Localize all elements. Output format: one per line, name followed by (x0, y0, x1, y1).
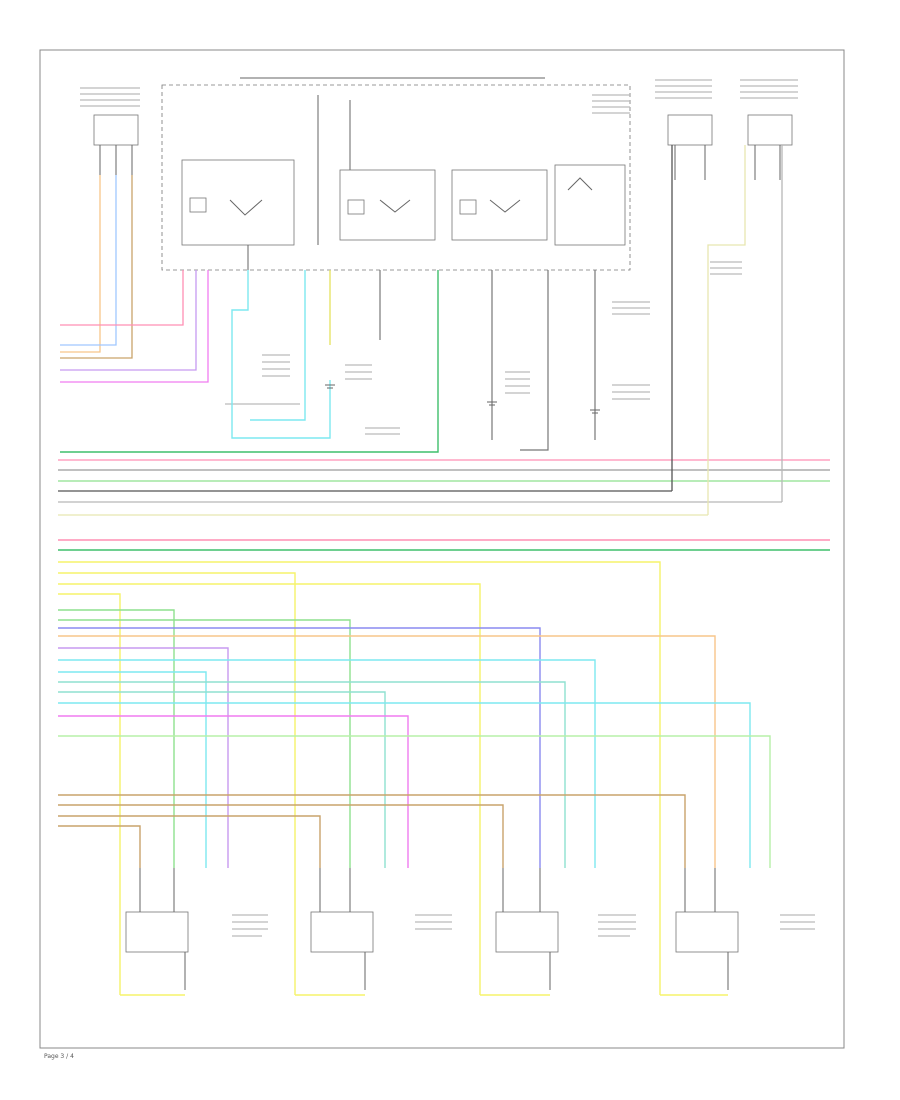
ground-icon (325, 384, 600, 414)
diagram-border (39, 49, 845, 1049)
actuator-2 (295, 868, 374, 996)
relay-block-3 (451, 169, 548, 241)
relay-block-4 (554, 164, 626, 246)
control-module-outline (161, 84, 631, 271)
relay-block-1 (181, 159, 295, 270)
top-right-module-b (747, 114, 793, 180)
top-left-sensor (93, 114, 139, 175)
actuator-4 (660, 868, 739, 996)
actuator-labels (232, 914, 815, 937)
top-left-wires (60, 175, 209, 383)
middle-bus (58, 145, 830, 516)
actuator-1 (120, 868, 189, 996)
top-right-module-a (667, 114, 713, 180)
top-section (60, 77, 798, 453)
lower-bus (58, 539, 830, 995)
illegible-labels (80, 79, 798, 435)
actuator-3 (480, 868, 559, 996)
green-wire (60, 270, 439, 453)
cyan-wire (250, 270, 306, 421)
relay-block-2 (339, 169, 436, 241)
page-label: Page 3 / 4 (44, 1053, 74, 1060)
cyan-loop-wire (231, 270, 331, 439)
